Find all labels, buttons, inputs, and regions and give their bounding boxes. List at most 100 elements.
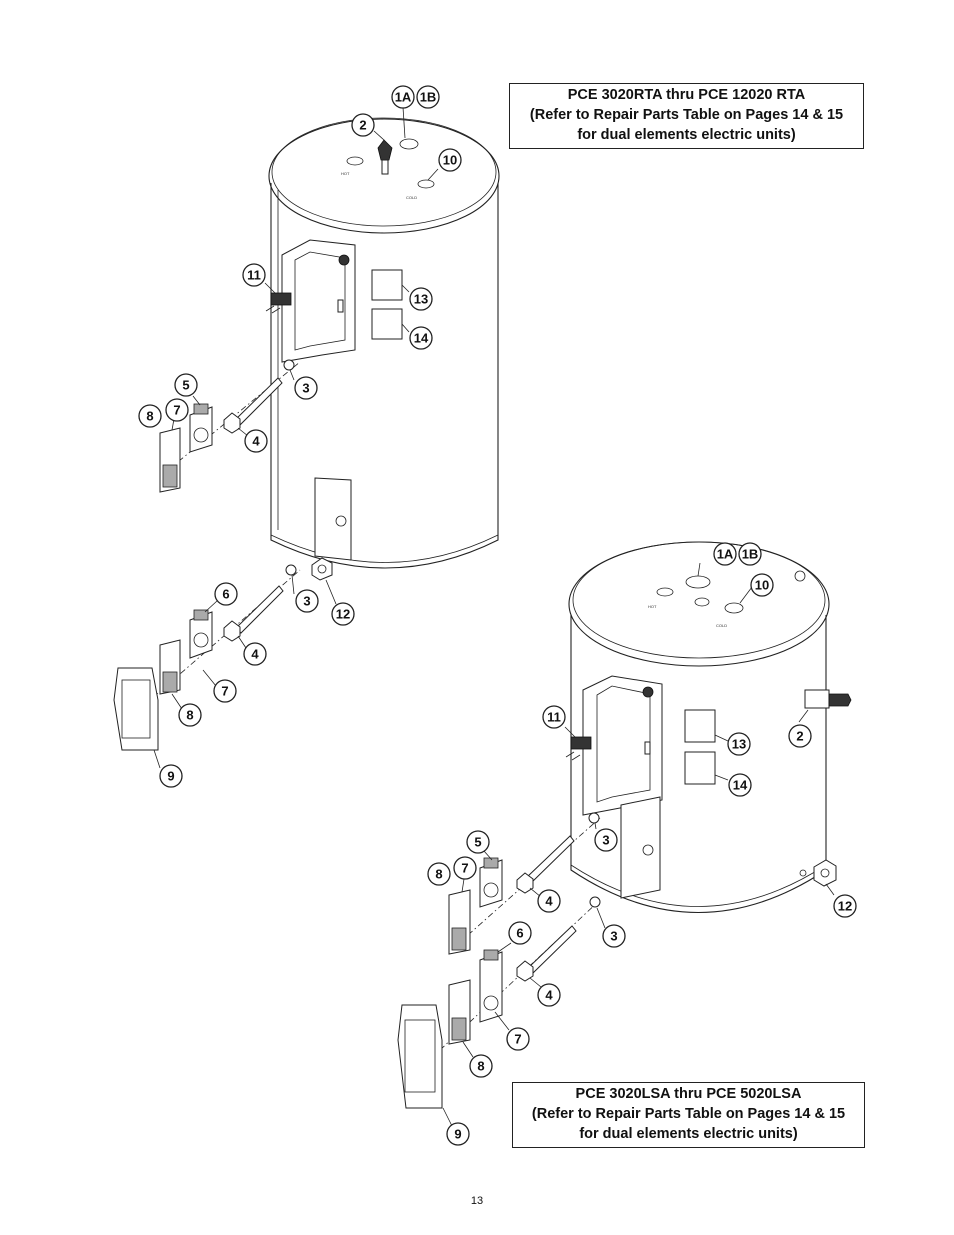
page-number: 13 [470,1195,484,1207]
svg-text:1A: 1A [395,90,412,105]
top-drain-valve [311,557,333,581]
top-upper-gasket [283,359,295,371]
bottom-lower-gasket [589,896,601,908]
callout-7: 7 [165,398,189,422]
bottom-label-14 [684,751,716,785]
callout-2: 2 [788,724,812,748]
svg-text:1A: 1A [717,547,734,562]
bottom-hot-port-label: HOT [648,604,657,609]
top-terminal-block [265,292,292,314]
callout-4: 4 [243,642,267,666]
bottom-upper-element-box [582,675,663,816]
svg-text:13: 13 [732,737,746,752]
top-access-door-cover [113,667,159,751]
callout-10: 10 [438,148,462,172]
bottom-label-13 [684,709,716,743]
callout-7: 7 [453,856,477,880]
svg-text:6: 6 [516,926,523,941]
top-lower-access-panel [314,477,352,561]
bottom-upper-thermostat [479,857,503,908]
svg-text:4: 4 [251,647,259,662]
callout-13: 13 [727,732,751,756]
callout-7: 7 [506,1027,530,1051]
top-label-13 [371,269,403,301]
callout-6: 6 [214,582,238,606]
svg-text:7: 7 [221,684,228,699]
top-label-14 [371,308,403,340]
svg-text:1B: 1B [742,547,759,562]
callout-4: 4 [537,889,561,913]
top-unit-title-box: PCE 3020RTA thru PCE 12020 RTA (Refer to… [509,83,864,149]
callout-6: 6 [508,921,532,945]
svg-text:9: 9 [454,1127,461,1142]
svg-text:5: 5 [474,835,481,850]
bottom-lower-heating-element [516,925,577,982]
svg-text:2: 2 [359,118,366,133]
callout-1a: 1A [713,542,737,566]
svg-text:13: 13 [414,292,428,307]
top-tp-relief-valve [377,139,393,175]
svg-text:3: 3 [303,594,310,609]
bottom-drain-valve [799,859,837,887]
top-hot-port-label: HOT [341,171,350,176]
callout-3: 3 [295,589,319,613]
bottom-upper-heating-element [516,835,575,894]
svg-text:10: 10 [443,153,457,168]
callout-11: 11 [242,263,266,287]
callout-13: 13 [409,287,433,311]
top-upper-thermostat [189,403,213,453]
svg-text:12: 12 [336,607,350,622]
callout-7: 7 [213,679,237,703]
callout-14: 14 [728,773,752,797]
top-upper-insulation-cover [159,427,181,493]
bottom-upper-gasket [588,812,600,824]
bottom-lower-thermostat [479,949,503,1023]
top-water-heater: HOT COLD [113,117,500,751]
top-unit-title-line-2: (Refer to Repair Parts Table on Pages 14… [529,107,844,123]
svg-text:4: 4 [545,988,553,1003]
bottom-unit-title-line-2: (Refer to Repair Parts Table on Pages 14… [531,1106,846,1122]
svg-text:5: 5 [182,378,189,393]
top-unit-title-line-1: PCE 3020RTA thru PCE 12020 RTA [567,87,806,103]
bottom-unit-title-box: PCE 3020LSA thru PCE 5020LSA (Refer to R… [512,1082,865,1148]
top-unit-title-line-3: for dual elements electric units) [577,127,796,143]
callout-12: 12 [833,894,857,918]
svg-text:1B: 1B [420,90,437,105]
callout-8: 8 [138,404,162,428]
callout-8: 8 [469,1054,493,1078]
top-lower-insulation-cover [159,639,181,695]
svg-text:11: 11 [547,710,561,725]
callout-1b: 1B [738,542,762,566]
callout-5: 5 [466,830,490,854]
svg-text:14: 14 [733,778,748,793]
svg-text:8: 8 [435,867,442,882]
callout-1b: 1B [416,85,440,109]
top-cold-port-label: COLD [406,195,417,200]
bottom-unit-title-line-1: PCE 3020LSA thru PCE 5020LSA [575,1086,802,1102]
svg-text:8: 8 [477,1059,484,1074]
callout-12: 12 [331,602,355,626]
callout-8: 8 [427,862,451,886]
bottom-unit-title-line-3: for dual elements electric units) [579,1126,798,1142]
top-lower-thermostat [189,609,213,659]
callout-5: 5 [174,373,198,397]
top-upper-element-box [281,239,356,363]
bottom-access-door-cover [397,1004,443,1109]
callout-10: 10 [750,573,774,597]
bottom-cold-port-label: COLD [716,623,727,628]
bottom-lower-insulation-cover [448,979,471,1045]
bottom-terminal-block [565,736,592,761]
callout-3: 3 [294,376,318,400]
svg-text:11: 11 [247,268,261,283]
svg-text:8: 8 [146,409,153,424]
top-lower-heating-element [223,585,284,642]
callout-9: 9 [159,764,183,788]
svg-text:10: 10 [755,578,769,593]
callout-2: 2 [351,113,375,137]
callout-14: 14 [409,326,433,350]
callout-9: 9 [446,1122,470,1146]
svg-text:14: 14 [414,331,429,346]
callout-3: 3 [594,828,618,852]
callout-4: 4 [244,429,268,453]
